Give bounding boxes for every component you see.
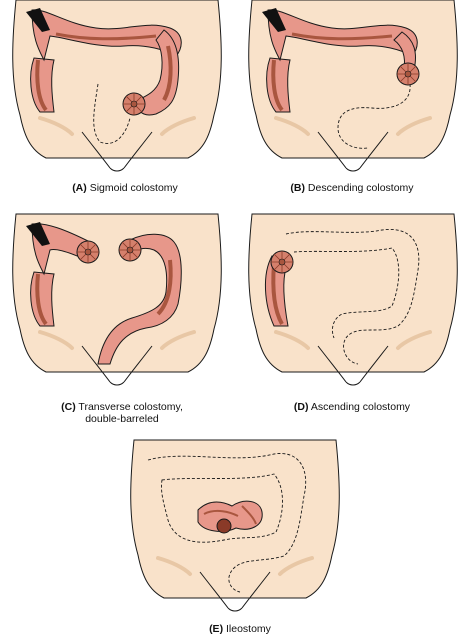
- caption-b: (B) Descending colostomy: [244, 182, 460, 194]
- caption-e-letter: (E): [209, 623, 224, 635]
- caption-a: (A) Sigmoid colostomy: [20, 182, 230, 194]
- caption-e-text: Ileostomy: [225, 623, 271, 635]
- caption-c-text: Transverse colostomy,: [78, 401, 183, 413]
- caption-c-text2: double-barreled: [85, 413, 159, 425]
- caption-d-letter: (D): [293, 401, 309, 413]
- caption-d: (D) Ascending colostomy: [244, 401, 460, 413]
- panel-b-illustration: [246, 0, 460, 173]
- panel-a-illustration: [10, 0, 224, 173]
- panel-e-illustration: [128, 438, 342, 613]
- caption-d-text: Ascending colostomy: [310, 401, 411, 413]
- panel-d-illustration: [246, 212, 460, 387]
- caption-a-text: Sigmoid colostomy: [89, 182, 178, 194]
- caption-b-letter: (B): [290, 182, 305, 194]
- caption-c: (C) Transverse colostomy, double-barrele…: [12, 401, 232, 425]
- caption-b-text: Descending colostomy: [307, 182, 414, 194]
- panel-c-illustration: [10, 212, 224, 387]
- caption-e: (E) Ileostomy: [130, 623, 350, 635]
- caption-a-letter: (A): [72, 182, 87, 194]
- caption-c-letter: (C): [61, 401, 76, 413]
